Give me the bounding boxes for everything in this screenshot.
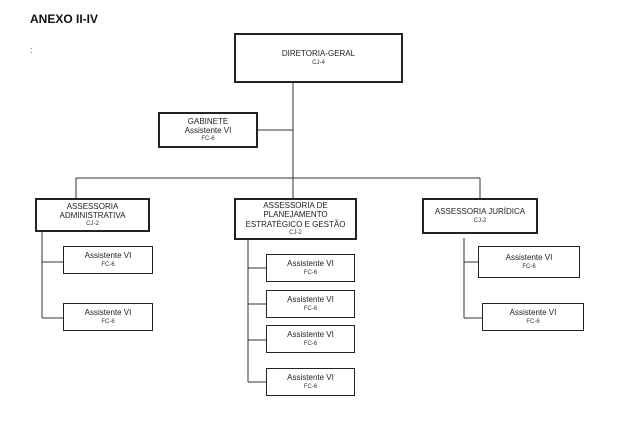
node-code: FC-6 [526, 318, 540, 325]
node-assistente-plan-2: Assistente VI FC-6 [266, 290, 355, 318]
node-name: DIRETORIA-GERAL [281, 49, 356, 59]
node-line1: ASSESSORIA DE PLANEJAMENTO [263, 201, 328, 220]
node-code: CJ-2 [473, 217, 487, 224]
node-role: Assistente VI [84, 308, 132, 318]
node-code: CJ-2 [86, 221, 99, 228]
node-code: FC-6 [101, 318, 115, 325]
node-assistente-adm-1: Assistente VI FC-6 [63, 246, 153, 274]
node-assistente-jur-2: Assistente VI FC-6 [482, 303, 584, 331]
node-role: Assistente VI [84, 251, 132, 261]
node-code: CJ-4 [312, 59, 325, 66]
node-code: CJ-2 [289, 229, 302, 236]
node-line2: ADMINISTRATIVA [59, 211, 126, 221]
page-title: ANEXO II-IV [30, 12, 99, 26]
node-assessoria-planejamento: ASSESSORIA DE PLANEJAMENTO ESTRATÉGICO E… [234, 198, 357, 240]
node-name: GABINETE [187, 116, 229, 126]
node-code: FC-6 [101, 261, 115, 268]
node-code: FC-6 [522, 263, 536, 270]
node-assistente-plan-4: Assistente VI FC-6 [266, 368, 355, 396]
node-code: FC-6 [303, 305, 318, 312]
node-role: Assistente VI [287, 330, 334, 340]
node-assistente-plan-3: Assistente VI FC-6 [266, 325, 355, 353]
node-code: FC-6 [303, 340, 318, 347]
node-name: ASSESSORIA JURÍDICA [434, 207, 526, 217]
node-diretoria-geral: DIRETORIA-GERAL CJ-4 [234, 33, 403, 83]
node-assessoria-administrativa: ASSESSORIA ADMINISTRATIVA CJ-2 [35, 198, 150, 232]
node-assistente-jur-1: Assistente VI FC-6 [478, 246, 580, 278]
node-gabinete: GABINETE Assistente VI FC-6 [158, 112, 258, 148]
node-code: FC-6 [303, 269, 318, 276]
node-role: Assistente VI [287, 295, 334, 305]
node-line1: ASSESSORIA [66, 201, 119, 211]
node-assistente-adm-2: Assistente VI FC-6 [63, 303, 153, 331]
node-line2: ESTRATÉGICO E GESTÃO [245, 219, 346, 229]
node-assessoria-juridica: ASSESSORIA JURÍDICA CJ-2 [422, 198, 538, 234]
colon-mark: : [30, 45, 33, 55]
node-role: Assistente VI [505, 253, 553, 263]
node-code: FC-6 [201, 136, 215, 143]
node-role: Assistente VI [287, 259, 334, 269]
node-code: FC-6 [303, 383, 318, 390]
node-role: Assistente VI [184, 126, 232, 136]
node-role: Assistente VI [287, 373, 334, 383]
node-assistente-plan-1: Assistente VI FC-6 [266, 254, 355, 282]
node-role: Assistente VI [509, 308, 557, 318]
